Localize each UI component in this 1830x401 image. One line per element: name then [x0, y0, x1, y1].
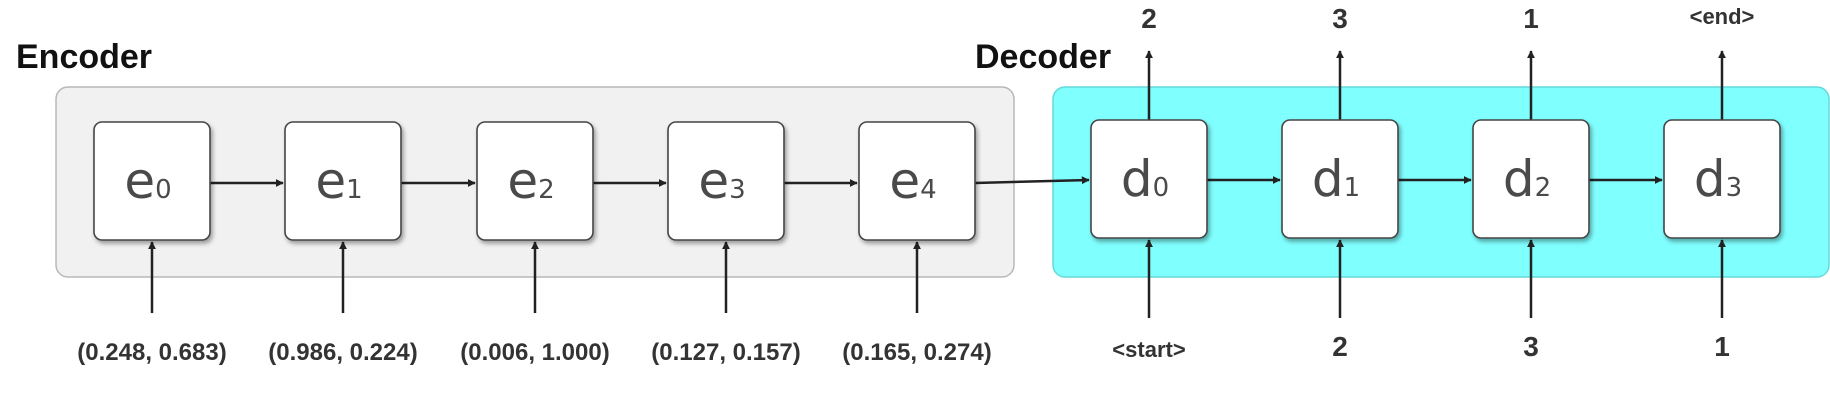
encoder-cell-3-letter: e	[698, 152, 729, 210]
encoder-input-label-0: (0.248, 0.683)	[77, 339, 226, 366]
decoder-cell-2-index: 2	[1535, 173, 1552, 203]
decoder-cell-1-label: d1	[1312, 150, 1360, 208]
decoder-cell-3-letter: d	[1694, 150, 1726, 208]
encoder-cell-0: e0	[93, 121, 211, 241]
encoder-cell-0-index: 0	[155, 175, 172, 205]
decoder-cell-0-index: 0	[1153, 173, 1170, 203]
encoder-cell-1-label: e1	[315, 152, 362, 210]
encoder-title: Encoder	[16, 38, 152, 76]
decoder-input-label-3: 1	[1714, 331, 1730, 362]
flow-arrows	[148, 50, 1726, 318]
encoder-cell-0-box	[93, 121, 211, 241]
encoder-cell-0-letter: e	[124, 152, 155, 210]
decoder-cell-0-box	[1090, 119, 1208, 239]
encoder-cell-1-box	[284, 121, 402, 241]
encoder-cell-2-letter: e	[507, 152, 538, 210]
decoder-cell-0-letter: d	[1121, 150, 1153, 208]
encoder-input-label-2: (0.006, 1.000)	[460, 339, 609, 366]
encoder-cell-1-index: 1	[346, 175, 363, 205]
decoder-cell-1-index: 1	[1344, 173, 1361, 203]
decoder-cell-1: d1	[1281, 119, 1399, 239]
decoder-output-label-1: 3	[1332, 3, 1348, 34]
encoder-cell-3: e3	[667, 121, 785, 241]
encoder-cell-0-label: e0	[124, 152, 171, 210]
decoder-input-label-1: 2	[1332, 331, 1348, 362]
encoder-cell-3-box	[667, 121, 785, 241]
decoder-cell-1-box	[1281, 119, 1399, 239]
encoder-cells: e0(0.248, 0.683)e1(0.986, 0.224)e2(0.006…	[77, 121, 992, 366]
decoder-cell-2-box	[1472, 119, 1590, 239]
decoder-cell-3-box	[1663, 119, 1781, 239]
decoder-title: Decoder	[975, 38, 1111, 76]
decoder-input-label-0: <start>	[1112, 337, 1185, 362]
decoder-cell-0-label: d0	[1121, 150, 1169, 208]
decoder-cell-2: d2	[1472, 119, 1590, 239]
decoder-output-label-0: 2	[1141, 3, 1157, 34]
encoder-cell-2-index: 2	[538, 175, 555, 205]
decoder-input-label-2: 3	[1523, 331, 1539, 362]
encoder-cell-4-letter: e	[889, 152, 920, 210]
encoder-cell-4: e4	[858, 121, 976, 241]
encoder-cell-3-label: e3	[698, 152, 745, 210]
encoder-to-decoder-arrow	[974, 176, 1090, 185]
encoder-cell-2-label: e2	[507, 152, 554, 210]
decoder-output-label-3: <end>	[1690, 4, 1755, 29]
decoder-cell-2-label: d2	[1503, 150, 1551, 208]
encoder-input-label-3: (0.127, 0.157)	[651, 339, 800, 366]
decoder-cell-0: d0	[1090, 119, 1208, 239]
decoder-cell-3-index: 3	[1726, 173, 1743, 203]
decoder-cell-3: d3	[1663, 119, 1781, 239]
encoder-cell-4-box	[858, 121, 976, 241]
encoder-cell-4-label: e4	[889, 152, 936, 210]
decoder-cell-3-label: d3	[1694, 150, 1742, 208]
encoder-input-label-1: (0.986, 0.224)	[268, 339, 417, 366]
encoder-cell-2: e2	[476, 121, 594, 241]
encoder-cell-2-box	[476, 121, 594, 241]
encoder-cell-3-index: 3	[729, 175, 746, 205]
encoder-cell-4-index: 4	[920, 175, 937, 205]
decoder-cell-2-letter: d	[1503, 150, 1535, 208]
decoder-cell-1-letter: d	[1312, 150, 1344, 208]
decoder-output-label-2: 1	[1523, 3, 1539, 34]
encoder-input-label-4: (0.165, 0.274)	[842, 339, 991, 366]
encoder-cell-1: e1	[284, 121, 402, 241]
encoder-cell-1-letter: e	[315, 152, 346, 210]
